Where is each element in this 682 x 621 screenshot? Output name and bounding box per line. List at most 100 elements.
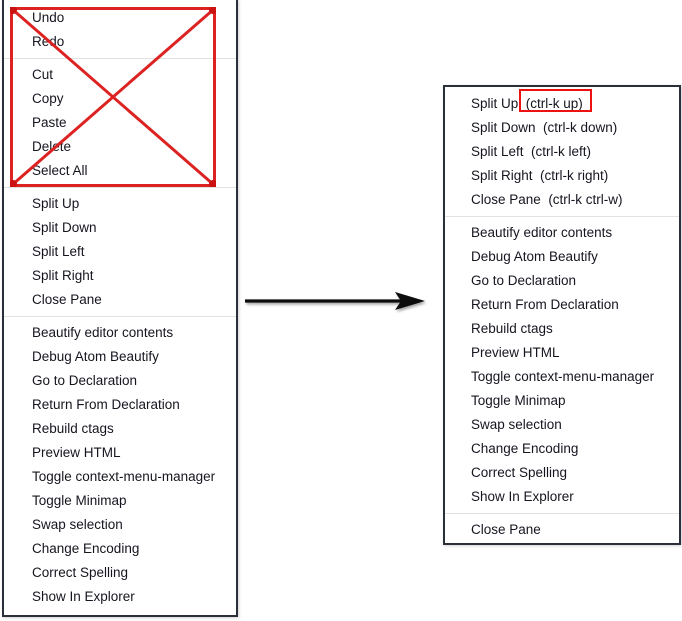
- menu-item-split-down[interactable]: Split Down: [4, 216, 236, 240]
- menu-item-label: Go to Declaration: [32, 373, 138, 388]
- menu-item-toggle-context-menu-manager[interactable]: Toggle context-menu-manager: [4, 465, 236, 489]
- menu-item-label: Redo: [32, 34, 65, 49]
- menu-item-split-left[interactable]: Split Left (ctrl-k left): [445, 140, 679, 164]
- menu-item-label: Split Right: [471, 168, 533, 183]
- menu-item-go-to-declaration[interactable]: Go to Declaration: [445, 269, 679, 293]
- menu-item-correct-spelling[interactable]: Correct Spelling: [4, 561, 236, 585]
- menu-item-label: Close Pane: [32, 292, 102, 307]
- menu-item-label: Rebuild ctags: [32, 421, 114, 436]
- menu-item-cut[interactable]: Cut: [4, 63, 236, 87]
- menu-separator: [4, 316, 236, 317]
- menu-item-split-down[interactable]: Split Down (ctrl-k down): [445, 116, 679, 140]
- menu-separator: [4, 58, 236, 59]
- menu-separator: [4, 187, 236, 188]
- menu-item-label: Swap selection: [32, 517, 123, 532]
- menu-item-label: Copy: [32, 91, 64, 106]
- menu-item-copy[interactable]: Copy: [4, 87, 236, 111]
- menu-item-label: Toggle Minimap: [32, 493, 127, 508]
- menu-item-label: Change Encoding: [32, 541, 140, 556]
- menu-item-label: Preview HTML: [471, 345, 560, 360]
- menu-item-label: Split Up: [471, 96, 519, 111]
- menu-item-go-to-declaration[interactable]: Go to Declaration: [4, 369, 236, 393]
- menu-item-shortcut: (ctrl-k up): [525, 96, 583, 111]
- menu-item-label: Change Encoding: [471, 441, 579, 456]
- menu-item-label: Preview HTML: [32, 445, 121, 460]
- menu-item-split-up[interactable]: Split Up: [4, 192, 236, 216]
- context-menu-after[interactable]: Split Up (ctrl-k up)Split Down (ctrl-k d…: [443, 85, 681, 545]
- menu-item-label: Beautify editor contents: [471, 225, 613, 240]
- menu-item-shortcut: (ctrl-k right): [540, 168, 609, 183]
- menu-item-label: Debug Atom Beautify: [32, 349, 159, 364]
- menu-item-label: Close Pane: [471, 192, 541, 207]
- menu-item-redo[interactable]: Redo: [4, 30, 236, 54]
- menu-item-label: Show In Explorer: [471, 489, 574, 504]
- arrow-head: [395, 292, 425, 310]
- menu-item-label: Show In Explorer: [32, 589, 135, 604]
- menu-item-preview-html[interactable]: Preview HTML: [445, 341, 679, 365]
- menu-item-label: Toggle context-menu-manager: [471, 369, 655, 384]
- menu-item-label: Split Left: [471, 144, 524, 159]
- menu-item-label: Return From Declaration: [471, 297, 619, 312]
- menu-item-swap-selection[interactable]: Swap selection: [445, 413, 679, 437]
- menu-item-change-encoding[interactable]: Change Encoding: [4, 537, 236, 561]
- menu-item-preview-html[interactable]: Preview HTML: [4, 441, 236, 465]
- menu-item-delete[interactable]: Delete: [4, 135, 236, 159]
- menu-item-split-up[interactable]: Split Up (ctrl-k up): [445, 92, 679, 116]
- menu-item-label: Swap selection: [471, 417, 562, 432]
- flow-arrow-icon: [245, 292, 425, 310]
- menu-separator: [445, 513, 679, 514]
- menu-item-correct-spelling[interactable]: Correct Spelling: [445, 461, 679, 485]
- menu-item-rebuild-ctags[interactable]: Rebuild ctags: [445, 317, 679, 341]
- menu-item-label: Return From Declaration: [32, 397, 180, 412]
- menu-item-label: Cut: [32, 67, 54, 82]
- menu-list-after: Split Up (ctrl-k up)Split Down (ctrl-k d…: [445, 87, 679, 542]
- menu-item-undo[interactable]: Undo: [4, 6, 236, 30]
- menu-item-close-pane[interactable]: Close Pane: [445, 518, 679, 542]
- menu-item-show-in-explorer[interactable]: Show In Explorer: [4, 585, 236, 609]
- menu-item-split-right[interactable]: Split Right (ctrl-k right): [445, 164, 679, 188]
- menu-item-return-from-declaration[interactable]: Return From Declaration: [4, 393, 236, 417]
- menu-item-toggle-context-menu-manager[interactable]: Toggle context-menu-manager: [445, 365, 679, 389]
- menu-item-close-pane[interactable]: Close Pane: [4, 288, 236, 312]
- menu-item-shortcut: (ctrl-k left): [531, 144, 592, 159]
- menu-item-label: Paste: [32, 115, 67, 130]
- menu-item-return-from-declaration[interactable]: Return From Declaration: [445, 293, 679, 317]
- menu-item-label: Toggle context-menu-manager: [32, 469, 216, 484]
- menu-item-label: Split Right: [32, 268, 94, 283]
- menu-item-toggle-minimap[interactable]: Toggle Minimap: [4, 489, 236, 513]
- menu-item-label: Debug Atom Beautify: [471, 249, 598, 264]
- menu-item-label: Split Up: [32, 196, 80, 211]
- menu-item-label: Split Left: [32, 244, 85, 259]
- menu-item-shortcut: (ctrl-k down): [543, 120, 618, 135]
- menu-item-swap-selection[interactable]: Swap selection: [4, 513, 236, 537]
- menu-item-debug-atom-beautify[interactable]: Debug Atom Beautify: [445, 245, 679, 269]
- menu-separator: [445, 216, 679, 217]
- menu-item-label: Go to Declaration: [471, 273, 577, 288]
- menu-item-shortcut: (ctrl-k ctrl-w): [548, 192, 623, 207]
- menu-item-label: Select All: [32, 163, 88, 178]
- menu-item-beautify-editor-contents[interactable]: Beautify editor contents: [445, 221, 679, 245]
- menu-item-label: Correct Spelling: [471, 465, 568, 480]
- menu-item-paste[interactable]: Paste: [4, 111, 236, 135]
- menu-item-debug-atom-beautify[interactable]: Debug Atom Beautify: [4, 345, 236, 369]
- menu-item-toggle-minimap[interactable]: Toggle Minimap: [445, 389, 679, 413]
- menu-item-rebuild-ctags[interactable]: Rebuild ctags: [4, 417, 236, 441]
- menu-item-label: Toggle Minimap: [471, 393, 566, 408]
- menu-item-label: Split Down: [32, 220, 97, 235]
- menu-item-select-all[interactable]: Select All: [4, 159, 236, 183]
- menu-item-label: Close Pane: [471, 522, 541, 537]
- menu-item-label: Rebuild ctags: [471, 321, 553, 336]
- menu-item-split-left[interactable]: Split Left: [4, 240, 236, 264]
- menu-item-beautify-editor-contents[interactable]: Beautify editor contents: [4, 321, 236, 345]
- menu-item-label: Undo: [32, 10, 65, 25]
- menu-item-label: Split Down: [471, 120, 536, 135]
- menu-item-label: Delete: [32, 139, 72, 154]
- menu-item-change-encoding[interactable]: Change Encoding: [445, 437, 679, 461]
- menu-item-close-pane[interactable]: Close Pane (ctrl-k ctrl-w): [445, 188, 679, 212]
- menu-item-split-right[interactable]: Split Right: [4, 264, 236, 288]
- menu-item-show-in-explorer[interactable]: Show In Explorer: [445, 485, 679, 509]
- menu-item-label: Beautify editor contents: [32, 325, 174, 340]
- menu-item-label: Correct Spelling: [32, 565, 129, 580]
